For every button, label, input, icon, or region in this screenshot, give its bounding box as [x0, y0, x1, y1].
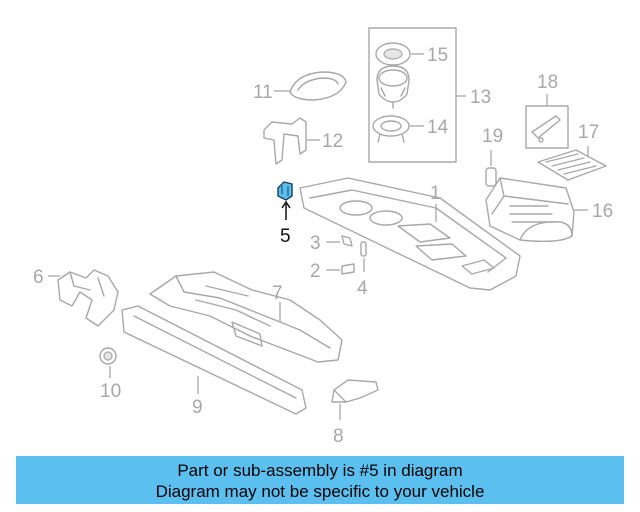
part-8-bracket[interactable]	[331, 379, 379, 420]
callout-4: 4	[357, 278, 368, 299]
part-17-mat[interactable]	[537, 146, 607, 181]
callout-16: 16	[592, 201, 613, 222]
callout-9: 9	[192, 397, 203, 418]
callout-5: 5	[280, 226, 291, 247]
callout-8: 8	[333, 426, 344, 447]
part-12-bracket[interactable]	[263, 117, 320, 165]
callout-18: 18	[537, 72, 558, 93]
part-11-trim-ring[interactable]	[274, 71, 347, 101]
callout-17: 17	[578, 122, 599, 143]
callout-3: 3	[310, 233, 321, 254]
banner-line-1: Part or sub-assembly is #5 in diagram	[177, 461, 463, 480]
part-14-ring[interactable]	[372, 115, 424, 143]
part-19-clip[interactable]	[485, 150, 497, 187]
callout-12: 12	[322, 131, 343, 152]
callout-7: 7	[272, 283, 283, 304]
callout-1: 1	[430, 183, 441, 204]
callout-10: 10	[100, 381, 121, 402]
callout-6: 6	[33, 267, 44, 288]
part-3-clip[interactable]	[326, 235, 353, 247]
part-2-clip[interactable]	[326, 263, 355, 275]
part-9-side-panel[interactable]	[121, 305, 307, 415]
callout-13: 13	[470, 87, 491, 108]
part-4-pin[interactable]	[360, 241, 367, 272]
part-16-bin[interactable]	[485, 177, 588, 243]
part-18-insert[interactable]	[525, 94, 569, 149]
callout-14: 14	[427, 117, 449, 138]
banner-line-2: Diagram may not be specific to your vehi…	[155, 482, 485, 501]
part-1-console-top[interactable]	[299, 177, 521, 291]
callout-15: 15	[427, 45, 448, 66]
callout-19: 19	[482, 126, 503, 147]
part-7-console-frame[interactable]	[149, 271, 343, 363]
part-6-bracket[interactable]	[48, 269, 119, 327]
callout-11: 11	[253, 82, 273, 103]
part-15-cap[interactable]	[375, 42, 424, 66]
part-13-cupholder[interactable]	[376, 65, 410, 109]
callout-2: 2	[310, 261, 321, 282]
part-5-clip-highlighted[interactable]	[277, 181, 293, 220]
group-box-13	[368, 27, 466, 163]
part-10-plug[interactable]	[99, 347, 117, 378]
info-banner: Part or sub-assembly is #5 in diagram Di…	[16, 456, 624, 504]
